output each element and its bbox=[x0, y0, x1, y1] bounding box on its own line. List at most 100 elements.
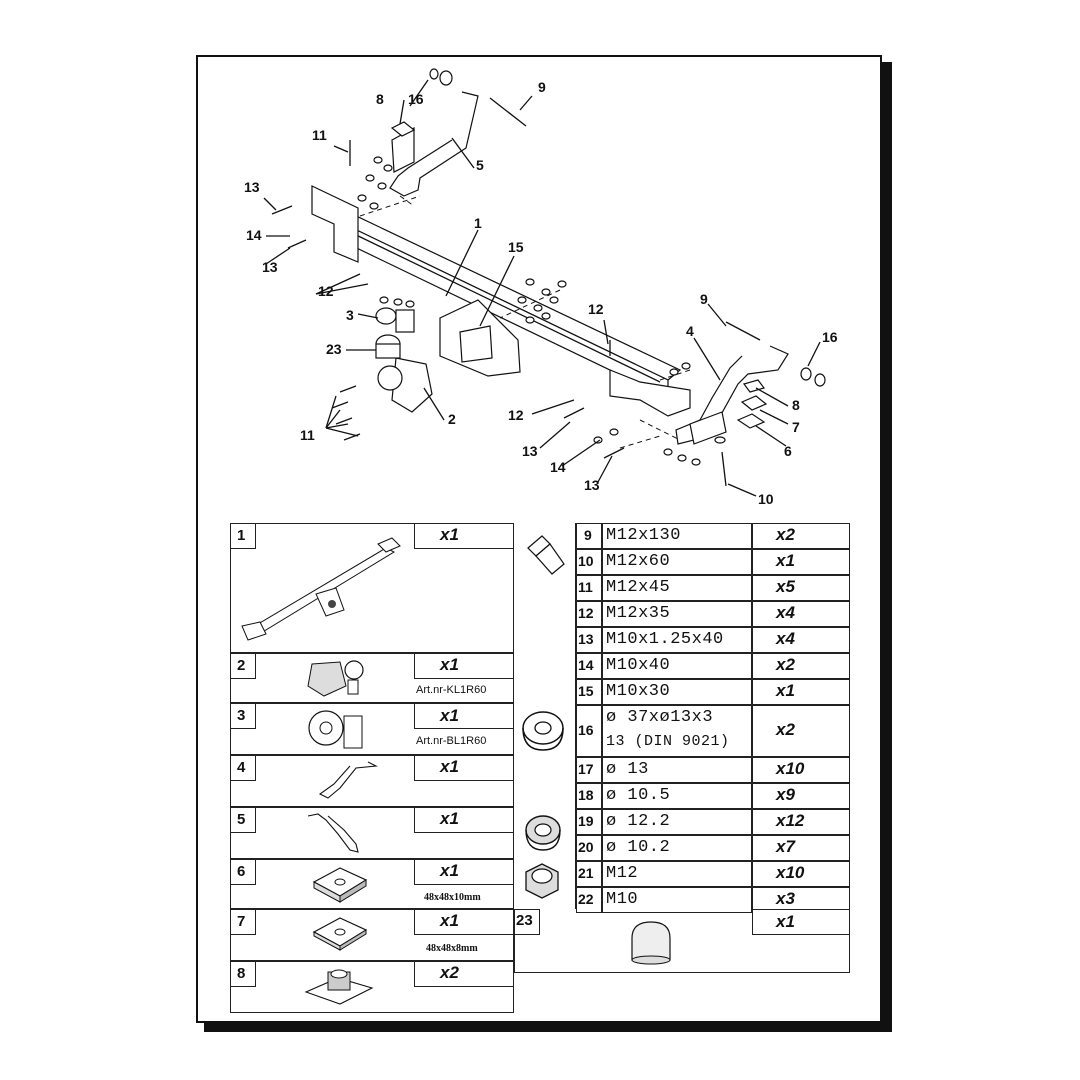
callout-14-right: 14 bbox=[550, 459, 566, 475]
spacer-plates bbox=[390, 121, 768, 429]
row-2-num: 2 bbox=[237, 657, 246, 674]
row-11-spec: M12x45 bbox=[606, 578, 671, 597]
row-23-num: 23 bbox=[516, 912, 533, 929]
row-18-spec-cell bbox=[602, 783, 752, 809]
crossbar-part bbox=[311, 185, 691, 417]
leader-lines bbox=[263, 79, 821, 497]
row-6-num: 6 bbox=[237, 863, 246, 880]
row-12-spec-cell bbox=[602, 601, 752, 627]
row-15-spec-cell bbox=[602, 679, 752, 705]
row-15-qty-cell bbox=[752, 679, 850, 705]
row-10-spec: M12x60 bbox=[606, 552, 671, 571]
flat-washer-icon bbox=[522, 711, 564, 751]
row-22-qty: x3 bbox=[776, 889, 795, 908]
row-6-qty: x1 bbox=[440, 861, 459, 880]
row-12-num-cell bbox=[576, 601, 602, 627]
row-11-spec-cell bbox=[602, 575, 752, 601]
row-20-qty-cell bbox=[752, 835, 850, 861]
bracket-5-thumbnail bbox=[307, 813, 359, 853]
row-7-qty: x1 bbox=[440, 911, 459, 930]
row-8-qty-cell bbox=[414, 961, 514, 987]
row-16-num: 16 bbox=[578, 722, 594, 738]
callout-10: 10 bbox=[758, 491, 774, 507]
row-14-num: 14 bbox=[578, 657, 594, 673]
row-20-qty: x7 bbox=[776, 837, 795, 856]
callout-7: 7 bbox=[792, 419, 800, 435]
row-7-num-cell bbox=[230, 909, 256, 935]
row-9-qty: x2 bbox=[776, 525, 795, 544]
cover-cap-icon bbox=[631, 921, 671, 965]
row-21-num: 21 bbox=[578, 865, 594, 881]
row-10-qty-cell bbox=[752, 549, 850, 575]
row-2-article: Art.nr-KL1R60 bbox=[416, 684, 487, 696]
row-5-qty: x1 bbox=[440, 809, 459, 828]
row-3-num: 3 bbox=[237, 707, 246, 724]
row-21-spec: M12 bbox=[606, 864, 639, 883]
callout-14-left: 14 bbox=[246, 227, 262, 243]
row-17-qty-cell bbox=[752, 757, 850, 783]
row-13-num-cell bbox=[576, 627, 602, 653]
row-12-spec: M12x35 bbox=[606, 604, 671, 623]
row-6-qty-cell bbox=[414, 859, 514, 885]
callout-13-d: 13 bbox=[584, 477, 600, 493]
row-12-qty-cell bbox=[752, 601, 850, 627]
row-3-num-cell bbox=[230, 703, 256, 729]
row-22-num-cell bbox=[576, 887, 602, 913]
row-14-num-cell bbox=[576, 653, 602, 679]
row-3-article: Art.nr-BL1R60 bbox=[416, 735, 487, 747]
row-3-qty-cell bbox=[414, 703, 514, 729]
row-22-spec: M10 bbox=[606, 890, 639, 909]
callout-12-right: 12 bbox=[588, 301, 604, 317]
spring-washer-icon bbox=[525, 815, 561, 851]
callout-12-left: 12 bbox=[318, 283, 334, 299]
row-11-qty-cell bbox=[752, 575, 850, 601]
row-21-num-cell bbox=[576, 861, 602, 887]
callout-16-left: 16 bbox=[408, 91, 424, 107]
row-4-num-cell bbox=[230, 755, 256, 781]
row-3-qty: x1 bbox=[440, 706, 459, 725]
callout-8-right: 8 bbox=[792, 397, 800, 413]
washers-and-nuts bbox=[357, 68, 826, 466]
row-9-spec-cell bbox=[602, 523, 752, 549]
row-11-num-cell bbox=[576, 575, 602, 601]
row-8-qty: x2 bbox=[440, 963, 459, 982]
callout-2: 2 bbox=[448, 411, 456, 427]
row-9-qty-cell bbox=[752, 523, 850, 549]
row-21-qty-cell bbox=[752, 861, 850, 887]
callout-4: 4 bbox=[686, 323, 694, 339]
row-18-spec: ø 10.5 bbox=[606, 786, 671, 805]
row-13-qty-cell bbox=[752, 627, 850, 653]
row-1-num: 1 bbox=[237, 527, 246, 544]
callout-labels: 1 2 3 4 5 6 7 8 8 9 9 10 11 11 12 12 12 … bbox=[244, 79, 838, 507]
row-12-num: 12 bbox=[578, 605, 594, 621]
row-9-num-cell bbox=[576, 523, 602, 549]
row-14-qty-cell bbox=[752, 653, 850, 679]
row-16-num-cell bbox=[576, 705, 602, 757]
row-20-num: 20 bbox=[578, 839, 594, 855]
callout-16-right: 16 bbox=[822, 329, 838, 345]
row-6-dimensions: 48x48x10mm bbox=[424, 892, 481, 903]
row-10-num-cell bbox=[576, 549, 602, 575]
row-2-qty: x1 bbox=[440, 655, 459, 674]
row-7-qty-cell bbox=[414, 909, 514, 935]
row-15-num: 15 bbox=[578, 683, 594, 699]
row-13-num: 13 bbox=[578, 631, 594, 647]
row-15-num-cell bbox=[576, 679, 602, 705]
assembly-lines bbox=[359, 195, 691, 449]
row-15-spec: M10x30 bbox=[606, 682, 671, 701]
row-22-spec-cell bbox=[602, 887, 752, 913]
row-19-spec: ø 12.2 bbox=[606, 812, 671, 831]
row-16-spec: ø 37xø13x3 bbox=[606, 708, 714, 727]
row-11-qty: x5 bbox=[776, 577, 795, 596]
row-19-qty: x12 bbox=[776, 811, 805, 830]
row-8-frame bbox=[230, 961, 514, 1013]
row-20-spec-cell bbox=[602, 835, 752, 861]
row-4-num: 4 bbox=[237, 759, 246, 776]
nut-plate-thumbnail bbox=[304, 969, 374, 1005]
row-10-qty: x1 bbox=[776, 551, 795, 570]
row-13-qty: x4 bbox=[776, 629, 795, 648]
row-5-num-cell bbox=[230, 807, 256, 833]
row-12-qty: x4 bbox=[776, 603, 795, 622]
row-23-num-cell bbox=[514, 909, 540, 935]
row-14-spec-cell bbox=[602, 653, 752, 679]
